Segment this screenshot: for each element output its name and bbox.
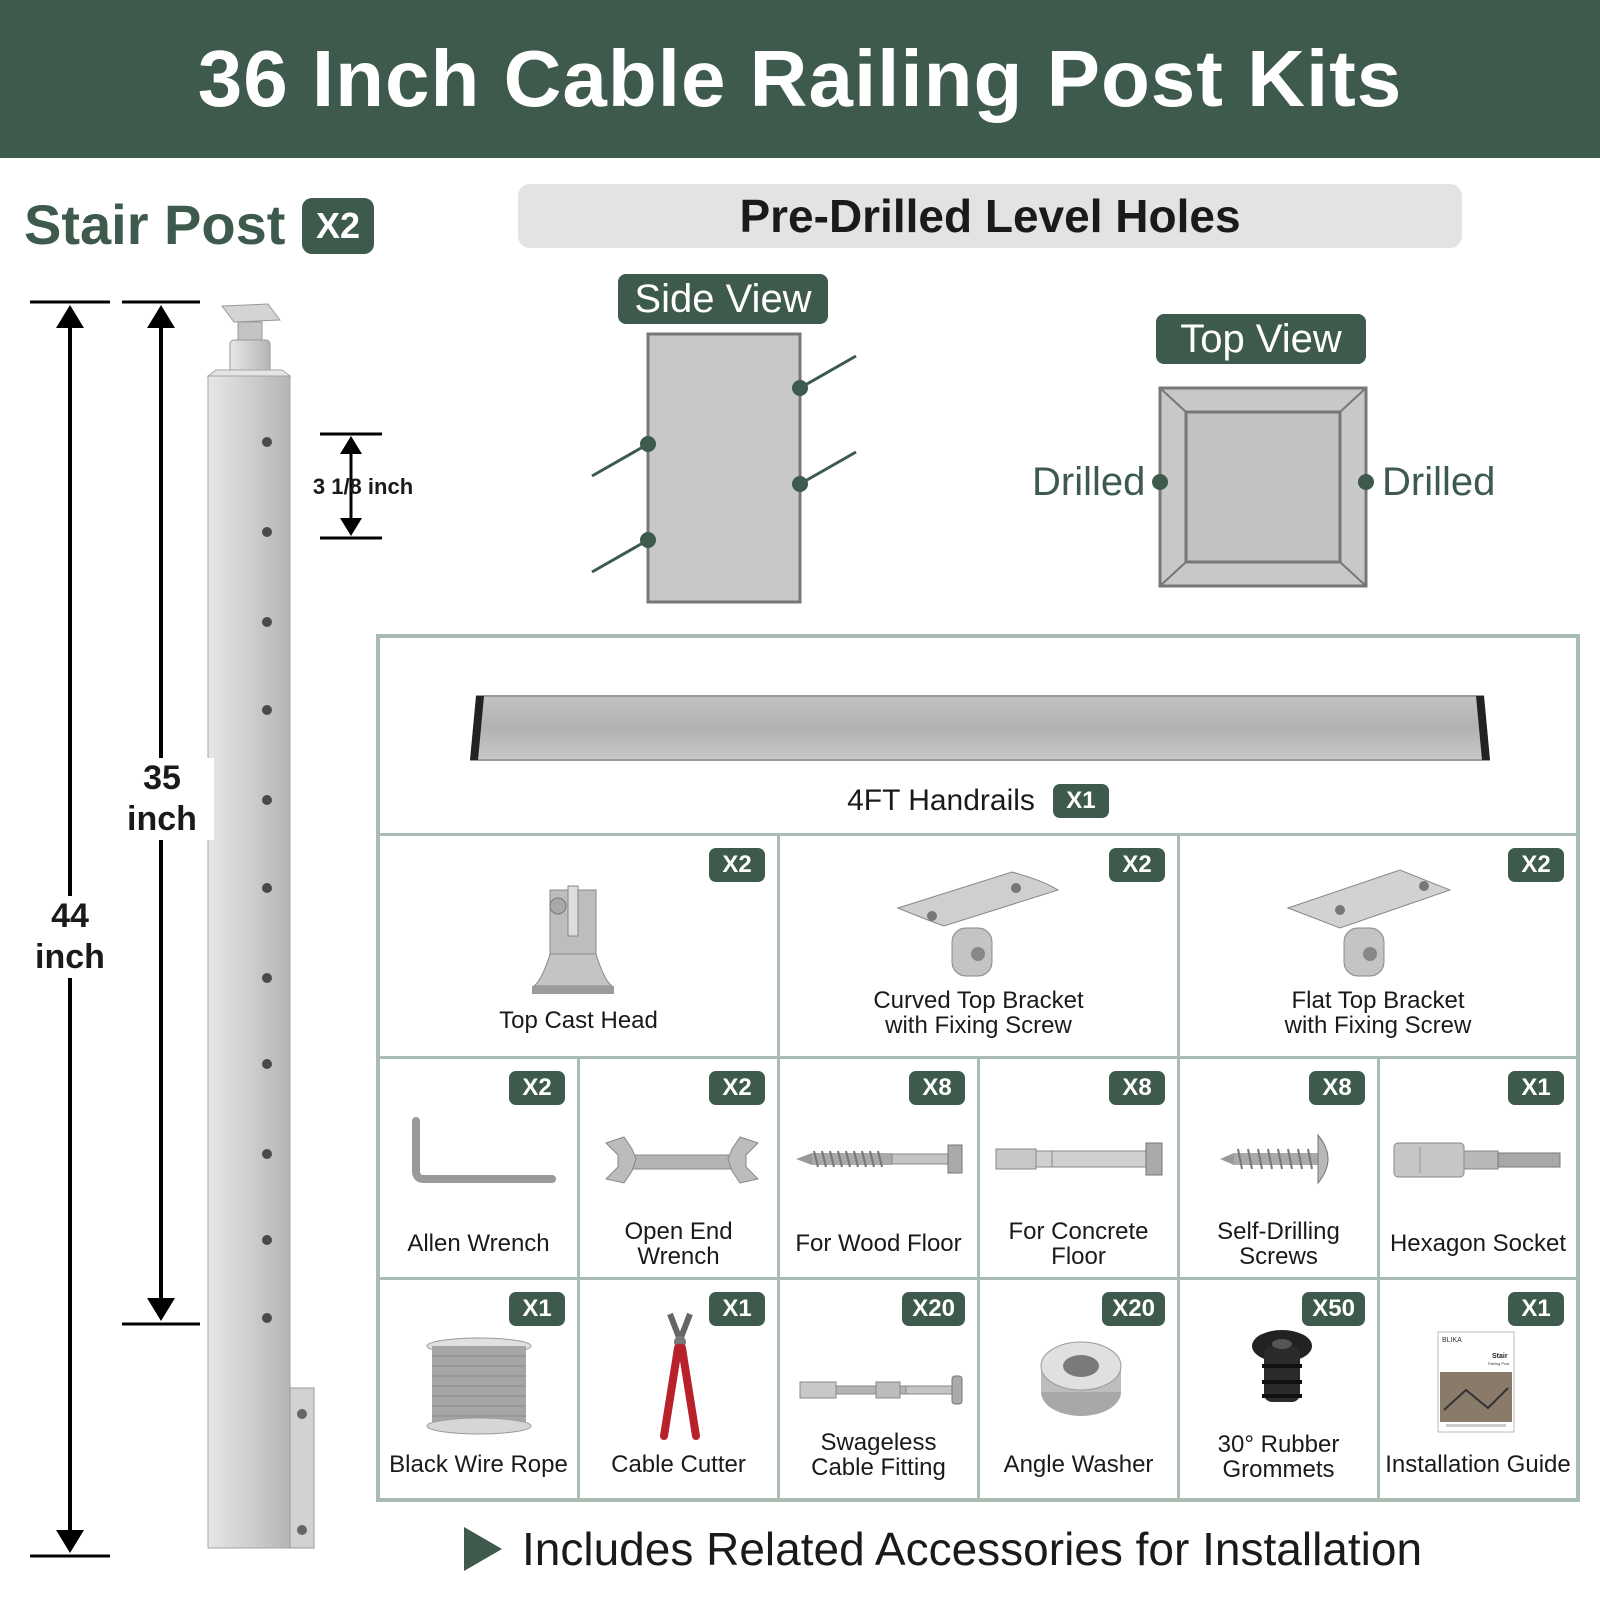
item-label: Hexagon Socket: [1389, 1230, 1567, 1257]
wood-screw-icon: [796, 1144, 963, 1174]
total-height-label: 44 inch: [20, 896, 120, 978]
guide-brand: BLIKA: [1442, 1337, 1462, 1344]
guide-title: Stair: [1492, 1353, 1508, 1360]
item-qty-badge: X1: [1508, 1292, 1564, 1326]
handrail-label: 4FT Handrails: [847, 784, 1035, 817]
cable-fitting-icon: [799, 1375, 963, 1405]
installation-guide-icon: BLIKA Stair Railing Post: [1437, 1331, 1515, 1433]
post-top-cap: [221, 303, 281, 379]
item-qty-badge: X20: [1102, 1292, 1165, 1326]
side-view-label: Side View: [618, 274, 828, 324]
item-qty-badge: X1: [509, 1292, 565, 1326]
item-label: Angle Washer: [1003, 1451, 1154, 1478]
play-arrow-icon: [464, 1527, 502, 1571]
item-qty-badge: X20: [902, 1292, 965, 1326]
item-label: Cable Cutter: [611, 1451, 746, 1478]
item-label: Allen Wrench: [407, 1230, 550, 1257]
open-end-wrench-icon: [605, 1136, 759, 1184]
item-hexagon-socket: X1 Hexagon Socket: [1380, 1059, 1576, 1280]
post-holes: [262, 437, 272, 1323]
allen-wrench-icon: [412, 1117, 556, 1183]
top-view-label: Top View: [1156, 314, 1366, 364]
hex-socket-icon: [1393, 1142, 1561, 1178]
item-qty-badge: X2: [509, 1071, 565, 1105]
drilled-right-label: Drilled: [1382, 460, 1496, 504]
wire-rope-spool-icon: [426, 1337, 532, 1435]
item-qty-badge: X8: [1309, 1071, 1365, 1105]
item-allen-wrench: X2 Allen Wrench: [380, 1059, 580, 1280]
hole-spacing-dimension: [320, 432, 382, 540]
kit-contents-box: 4FT Handrails X1 X2 Top Cast Head X2 Cur…: [376, 634, 1580, 1502]
self-drilling-screw-icon: [1220, 1133, 1329, 1185]
item-qty-badge: X50: [1302, 1292, 1365, 1326]
handrail-qty-badge: X1: [1052, 784, 1109, 818]
side-view-diagram: [591, 332, 857, 604]
item-qty-badge: X8: [1109, 1071, 1165, 1105]
item-installation-guide: X1 BLIKA Stair Railing Post Installation…: [1380, 1280, 1576, 1498]
item-black-wire-rope: X1 Black Wire Rope: [380, 1280, 580, 1498]
footer-text: Includes Related Accessories for Install…: [522, 1523, 1423, 1575]
total-height-unit: inch: [35, 937, 105, 976]
title-banner: 36 Inch Cable Railing Post Kits: [0, 0, 1600, 158]
item-label: Installation Guide: [1385, 1451, 1571, 1478]
item-qty-badge: X2: [709, 848, 765, 882]
inner-height-unit: inch: [127, 799, 197, 838]
item-label: Black Wire Rope: [389, 1451, 568, 1478]
angle-washer-icon: [1040, 1341, 1122, 1416]
concrete-anchor-icon: [995, 1142, 1163, 1176]
cast-head-icon: [532, 885, 614, 994]
item-qty-badge: X2: [709, 1071, 765, 1105]
hole-spacing-label: 3 1/8 inch: [312, 474, 414, 499]
item-qty-badge: X2: [1109, 848, 1165, 882]
item-top-cast-head: X2 Top Cast Head: [380, 836, 780, 1059]
item-label: For Wood Floor: [795, 1230, 962, 1257]
top-view-diagram: [1152, 386, 1374, 588]
cable-cutter-icon: [660, 1312, 700, 1440]
item-cable-cutter: X1 Cable Cutter: [580, 1280, 780, 1498]
inner-height-value: 35: [143, 759, 181, 797]
stair-post-title: Stair Post: [24, 193, 286, 256]
drilled-left-label: Drilled: [1032, 460, 1146, 504]
rubber-grommet-icon: [1252, 1330, 1312, 1402]
item-qty-badge: X1: [1508, 1071, 1564, 1105]
guide-subtitle: Railing Post: [1488, 1361, 1510, 1366]
item-qty-badge: X8: [909, 1071, 965, 1105]
total-height-value: 44: [51, 897, 89, 935]
item-wood-floor-screw: X8 For Wood Floor: [780, 1059, 980, 1280]
item-label: Top Cast Head: [499, 1007, 658, 1034]
curved-bracket-icon: [896, 871, 1060, 977]
flat-bracket-icon: [1286, 869, 1452, 977]
item-angle-washer: X20 Angle Washer: [980, 1280, 1180, 1498]
handrail-icon: [470, 695, 1490, 761]
post-body: [207, 375, 291, 1549]
inner-height-label: 35 inch: [110, 758, 214, 840]
footer-note: Includes Related Accessories for Install…: [464, 1522, 1422, 1576]
stair-post-qty-badge: X2: [302, 198, 374, 254]
page-title: 36 Inch Cable Railing Post Kits: [197, 34, 1403, 123]
item-qty-badge: X2: [1508, 848, 1564, 882]
item-qty-badge: X1: [709, 1292, 765, 1326]
predrilled-heading: Pre-Drilled Level Holes: [518, 184, 1462, 248]
handrail-section: 4FT Handrails X1: [380, 638, 1576, 836]
